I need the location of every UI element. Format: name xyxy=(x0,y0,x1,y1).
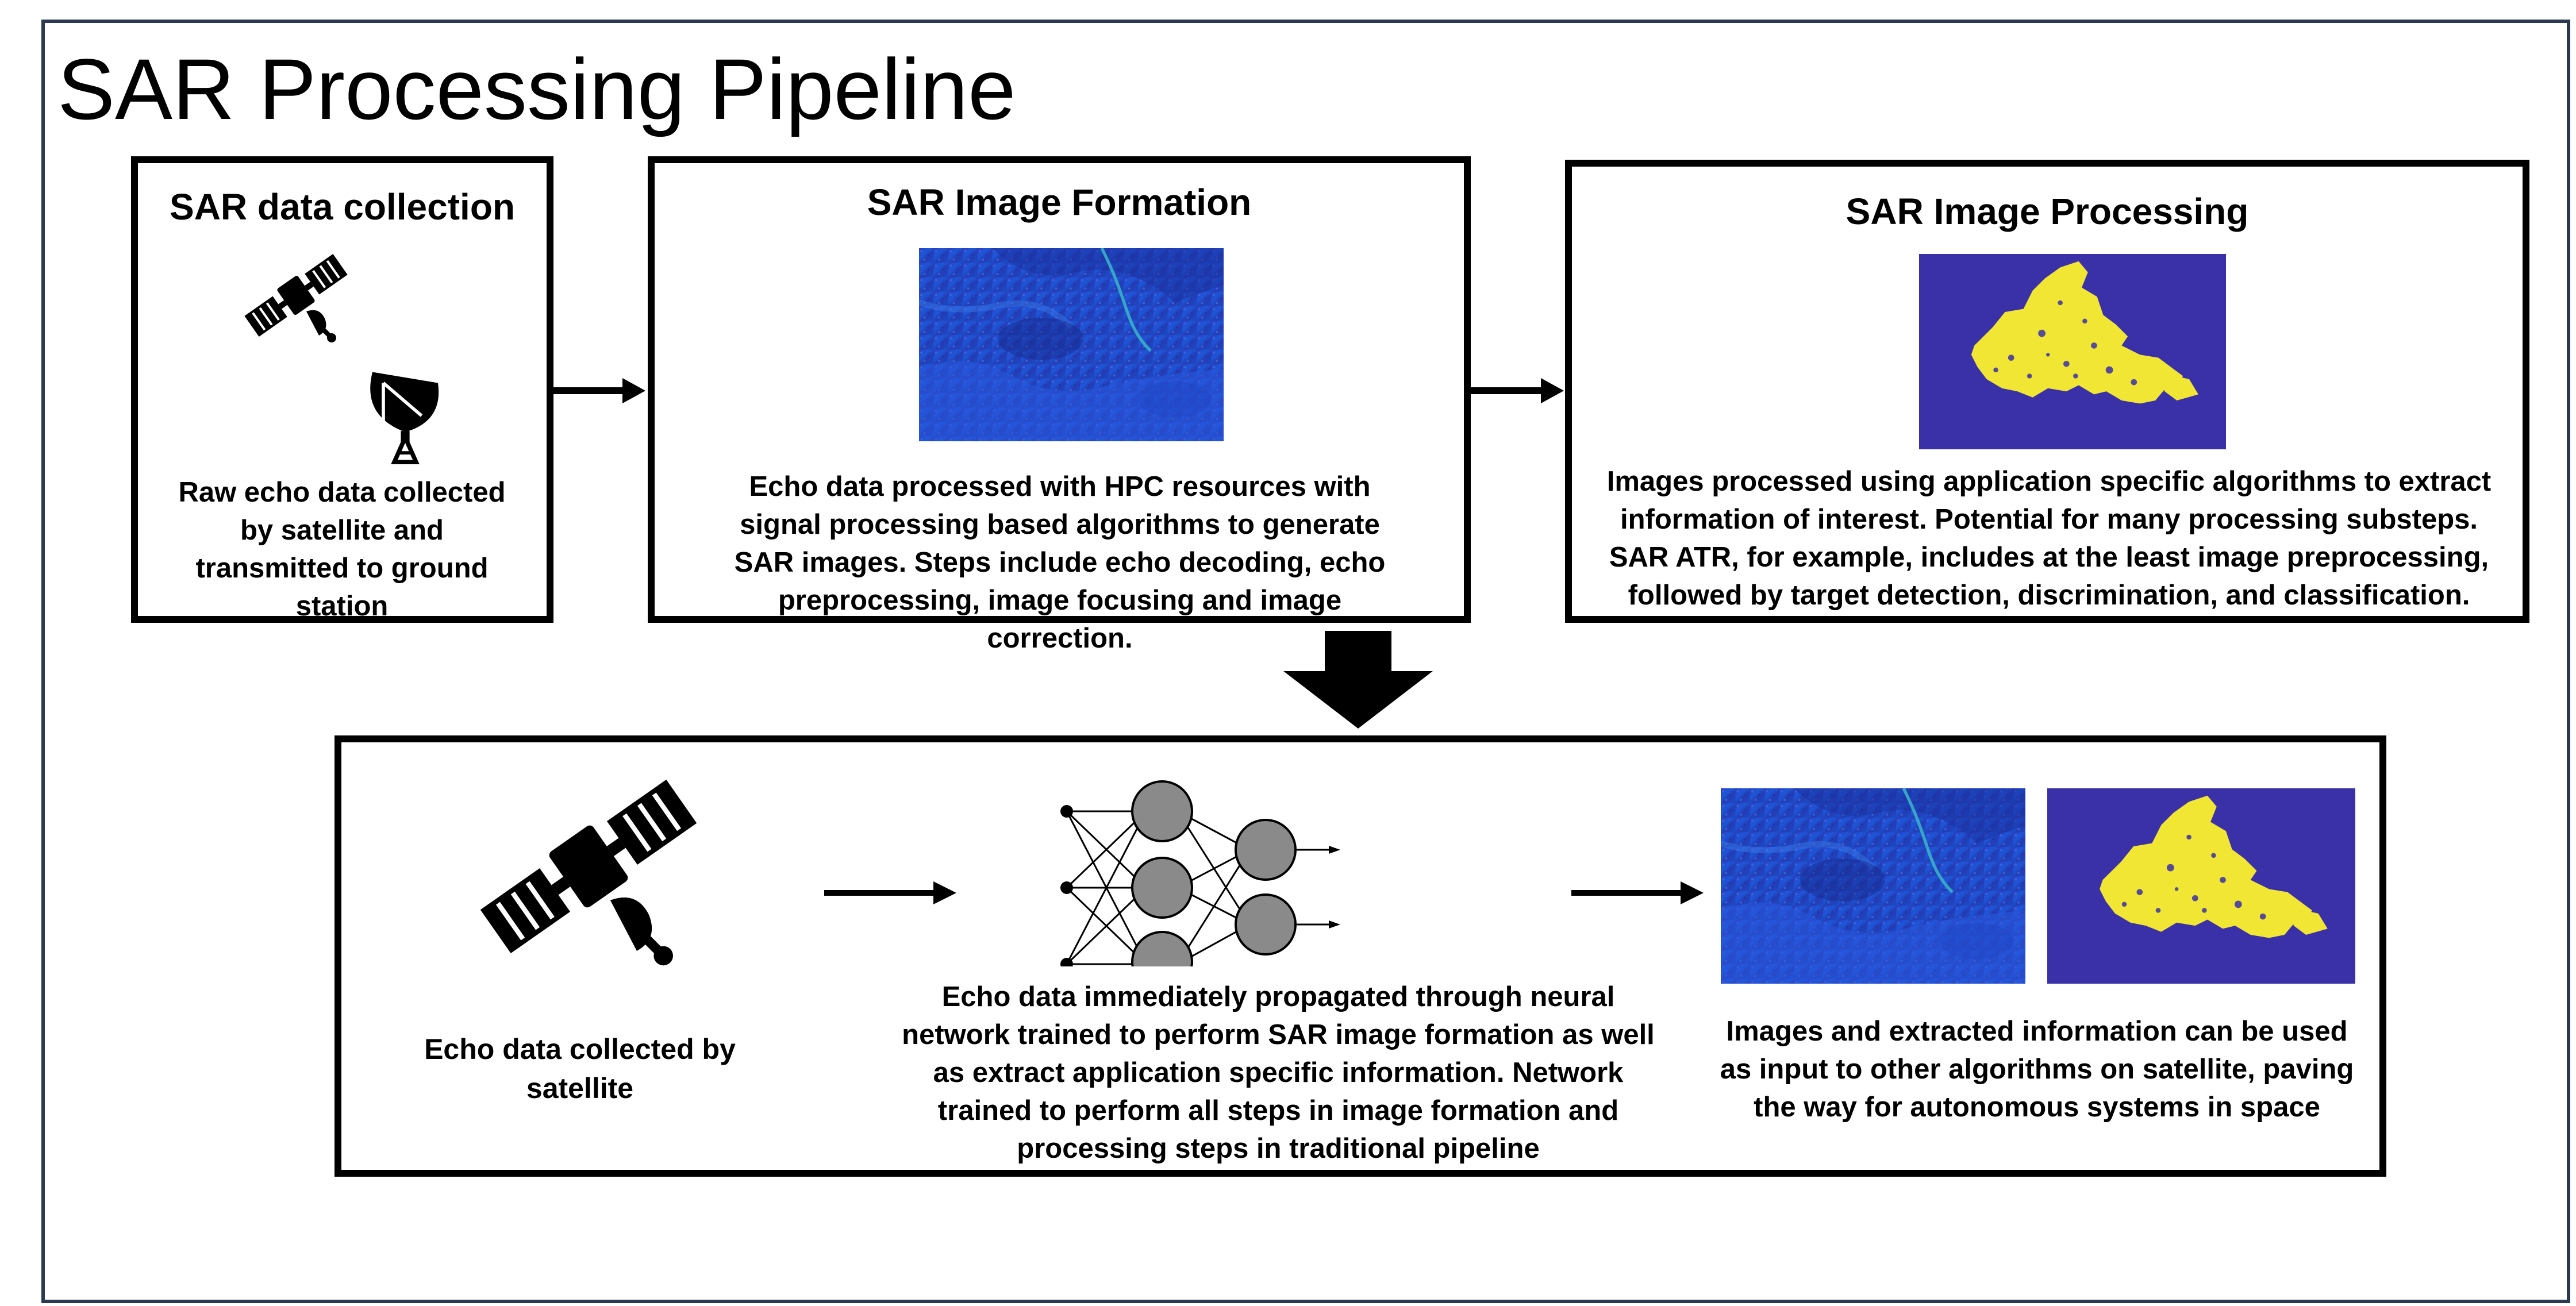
sar-image xyxy=(919,248,1224,441)
arrow-right-icon xyxy=(1571,881,1704,904)
page-title: SAR Processing Pipeline xyxy=(57,41,1016,137)
segmentation-image xyxy=(2047,788,2355,984)
formation-description: Echo data processed with HPC resources w… xyxy=(734,471,1386,654)
neural-network-icon xyxy=(1060,780,1340,966)
sar-image xyxy=(1721,788,2025,984)
processing-description: Images processed using application speci… xyxy=(1606,466,2492,611)
output-caption: Images and extracted information can be … xyxy=(1720,1016,2354,1123)
segmentation-image xyxy=(1919,254,2226,449)
satellite-caption: Echo data collected by satellite xyxy=(424,1033,736,1104)
network-caption: Echo data immediately propagated through… xyxy=(902,981,1655,1164)
arrow-down-icon xyxy=(1283,631,1433,729)
collection-title: SAR data collection xyxy=(170,186,515,228)
arrow-right-icon xyxy=(1471,378,1564,403)
arrow-right-icon xyxy=(824,881,956,904)
processing-title: SAR Image Processing xyxy=(1846,191,2249,232)
satellite-dish-icon xyxy=(351,353,460,468)
formation-box: SAR Image Formation Echo data processed … xyxy=(648,156,1471,654)
collection-description: Raw echo data collected by satellite and… xyxy=(178,477,506,622)
arrow-right-icon xyxy=(553,378,645,403)
figure-frame xyxy=(41,20,2570,1303)
satellite-icon xyxy=(456,746,721,987)
processing-box: SAR Image Processing Images processed us… xyxy=(1565,160,2529,623)
formation-title: SAR Image Formation xyxy=(867,182,1252,223)
collection-box: SAR data collection Raw echo data collec… xyxy=(131,156,553,623)
proposed-box: Echo data collected by satellite Echo da… xyxy=(335,735,2386,1177)
satellite-icon xyxy=(230,238,362,353)
